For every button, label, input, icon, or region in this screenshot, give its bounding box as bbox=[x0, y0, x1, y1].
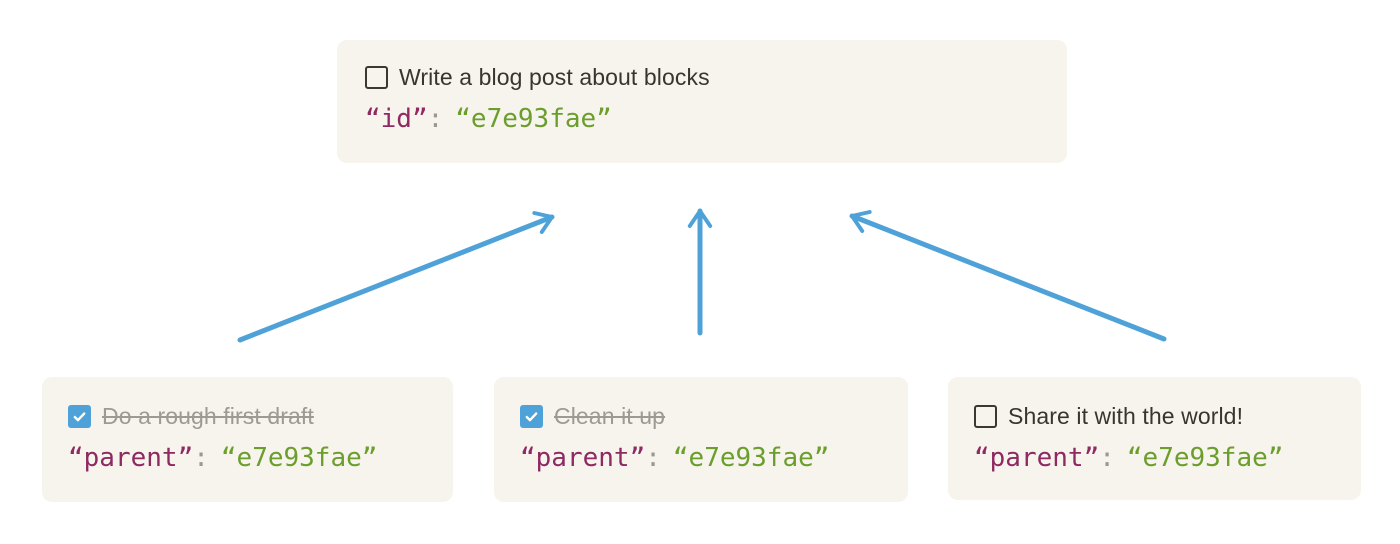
checkmark-icon bbox=[73, 411, 86, 421]
code-colon: : bbox=[1099, 443, 1115, 473]
task-card-rough-draft: Do a rough first draft “parent”: “e7e93fa… bbox=[42, 377, 453, 502]
code-value: “e7e93fae” bbox=[220, 443, 378, 473]
task-id-code: “id”: “e7e93fae” bbox=[365, 105, 1039, 133]
code-colon: : bbox=[427, 104, 444, 134]
task-title: Write a blog post about blocks bbox=[399, 63, 710, 90]
code-key: “parent” bbox=[68, 443, 194, 473]
code-colon: : bbox=[645, 443, 661, 473]
task-title: Do a rough first draft bbox=[102, 402, 314, 429]
task-card-clean-up: Clean it up “parent”: “e7e93fae” bbox=[494, 377, 908, 502]
parent-task-card: Write a blog post about blocks “id”: “e7e… bbox=[337, 40, 1067, 163]
task-checkbox[interactable] bbox=[365, 65, 388, 89]
code-key: “id” bbox=[365, 104, 428, 134]
arrow-share-to-parent bbox=[849, 210, 1167, 342]
task-title: Clean it up bbox=[554, 402, 666, 429]
code-value: “e7e93fae” bbox=[455, 104, 612, 134]
code-key: “parent” bbox=[974, 443, 1100, 473]
code-value: “e7e93fae” bbox=[672, 443, 830, 473]
arrow-draft-to-parent bbox=[237, 211, 555, 343]
task-parent-code: “parent”: “e7e93fae” bbox=[974, 444, 1335, 472]
task-row: Clean it up bbox=[520, 403, 882, 429]
code-value: “e7e93fae” bbox=[1126, 443, 1284, 473]
task-parent-code: “parent”: “e7e93fae” bbox=[520, 444, 882, 472]
task-checkbox[interactable] bbox=[974, 404, 997, 428]
task-row: Do a rough first draft bbox=[68, 403, 427, 429]
task-parent-code: “parent”: “e7e93fae” bbox=[68, 444, 427, 472]
task-checkbox[interactable] bbox=[520, 404, 543, 428]
task-card-share: Share it with the world! “parent”: “e7e93… bbox=[948, 377, 1361, 500]
checkmark-icon bbox=[525, 411, 538, 421]
task-row: Share it with the world! bbox=[974, 403, 1335, 429]
code-colon: : bbox=[193, 443, 209, 473]
task-checkbox[interactable] bbox=[68, 404, 91, 428]
task-row: Write a blog post about blocks bbox=[365, 64, 1039, 90]
task-title: Share it with the world! bbox=[1008, 402, 1244, 429]
code-key: “parent” bbox=[520, 443, 646, 473]
